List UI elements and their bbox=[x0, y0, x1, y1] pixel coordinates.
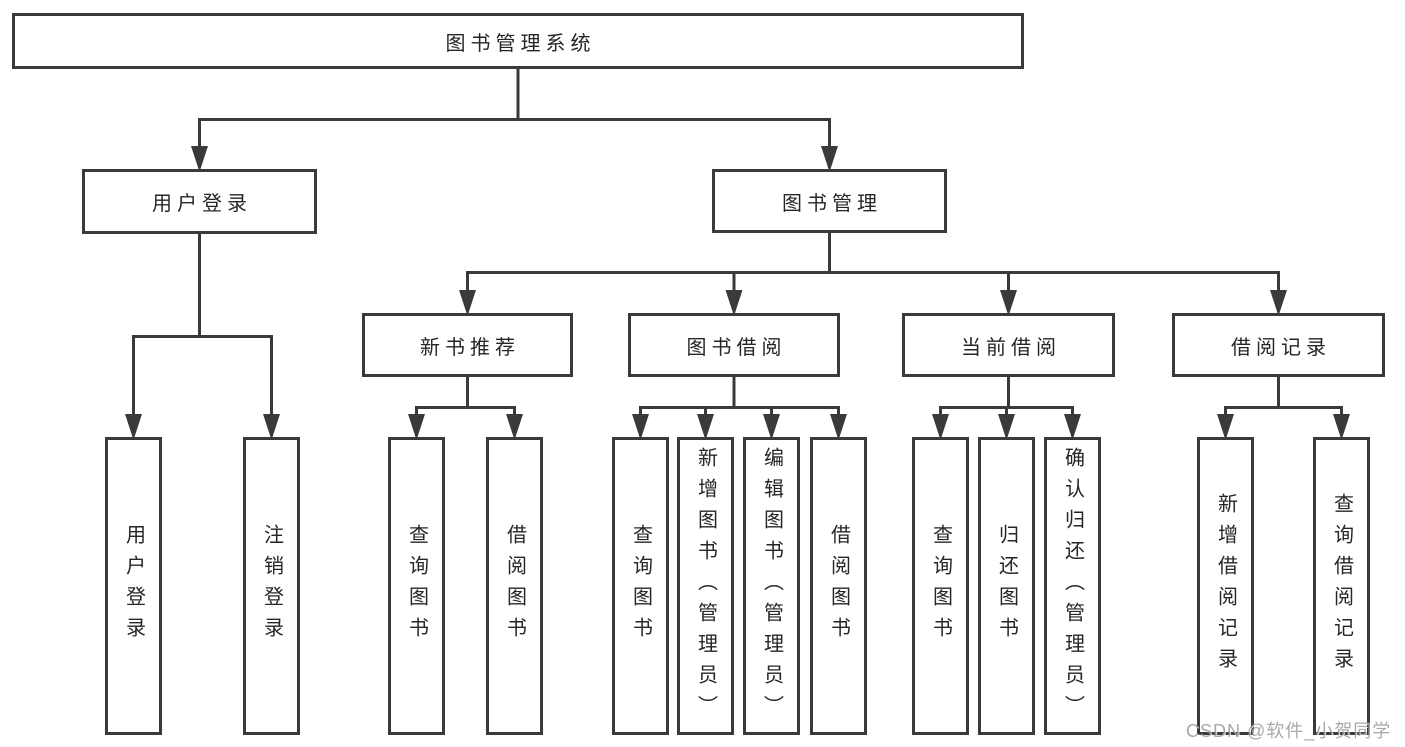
node-user-login-label: 用户登录 bbox=[152, 193, 252, 215]
leaf-borrowing-borrow: 借阅图书 bbox=[810, 437, 867, 735]
node-new-books-label: 新书推荐 bbox=[420, 336, 520, 359]
leaf-current-confirm-admin: 确认归还（管理员） bbox=[1044, 437, 1101, 735]
leaf-borrowing-add-admin-label: 新增图书（管理员） bbox=[694, 446, 717, 726]
node-borrowing-records-label: 借阅记录 bbox=[1231, 336, 1331, 359]
leaf-borrowing-edit-admin: 编辑图书（管理员） bbox=[743, 437, 800, 735]
leaf-current-return-label: 归还图书 bbox=[995, 524, 1018, 648]
node-book-borrowing-label: 图书借阅 bbox=[686, 336, 787, 359]
leaf-borrowing-query: 查询图书 bbox=[612, 437, 669, 735]
leaf-current-query-label: 查询图书 bbox=[929, 524, 952, 648]
leaf-borrowing-query-label: 查询图书 bbox=[629, 524, 652, 648]
leaf-records-query: 查询借阅记录 bbox=[1313, 437, 1370, 735]
connector-current-borrowing-leaves bbox=[932, 375, 1081, 440]
connector-root-level2 bbox=[191, 66, 838, 172]
leaf-user-login-label: 用户登录 bbox=[122, 524, 145, 648]
node-root-system: 图书管理系统 bbox=[12, 13, 1024, 69]
leaf-current-confirm-admin-label: 确认归还（管理员） bbox=[1061, 446, 1084, 726]
leaf-logout-label: 注销登录 bbox=[260, 524, 283, 648]
node-book-management: 图书管理 bbox=[712, 169, 947, 233]
node-current-borrowing: 当前借阅 bbox=[902, 313, 1115, 377]
node-book-borrowing: 图书借阅 bbox=[628, 313, 840, 377]
csdn-watermark: CSDN @软件_小贺同学 bbox=[1186, 721, 1392, 741]
connector-user-login-leaves bbox=[125, 232, 280, 440]
leaf-records-add-label: 新增借阅记录 bbox=[1214, 493, 1237, 679]
node-current-borrowing-label: 当前借阅 bbox=[961, 336, 1061, 359]
leaf-borrowing-borrow-label: 借阅图书 bbox=[827, 524, 850, 648]
leaf-new-books-borrow-label: 借阅图书 bbox=[503, 524, 526, 648]
connector-book-borrowing-leaves bbox=[632, 375, 847, 440]
node-borrowing-records: 借阅记录 bbox=[1172, 313, 1385, 377]
leaf-new-books-query-label: 查询图书 bbox=[405, 524, 428, 648]
leaf-user-login: 用户登录 bbox=[105, 437, 162, 735]
leaf-records-query-label: 查询借阅记录 bbox=[1330, 493, 1353, 679]
leaf-current-query: 查询图书 bbox=[912, 437, 969, 735]
node-book-management-label: 图书管理 bbox=[782, 192, 882, 215]
leaf-records-add: 新增借阅记录 bbox=[1197, 437, 1254, 735]
connector-new-books-leaves bbox=[408, 375, 523, 440]
leaf-logout: 注销登录 bbox=[243, 437, 300, 735]
leaf-borrowing-edit-admin-label: 编辑图书（管理员） bbox=[760, 446, 783, 726]
node-user-login: 用户登录 bbox=[82, 169, 317, 234]
node-root-label: 图书管理系统 bbox=[445, 32, 596, 55]
leaf-borrowing-add-admin: 新增图书（管理员） bbox=[677, 437, 734, 735]
leaf-new-books-query: 查询图书 bbox=[388, 437, 445, 735]
leaf-new-books-borrow: 借阅图书 bbox=[486, 437, 543, 735]
connector-book-management-level3 bbox=[459, 231, 1287, 316]
leaf-current-return: 归还图书 bbox=[978, 437, 1035, 735]
connector-borrowing-records-leaves bbox=[1217, 375, 1350, 440]
node-new-books: 新书推荐 bbox=[362, 313, 573, 377]
